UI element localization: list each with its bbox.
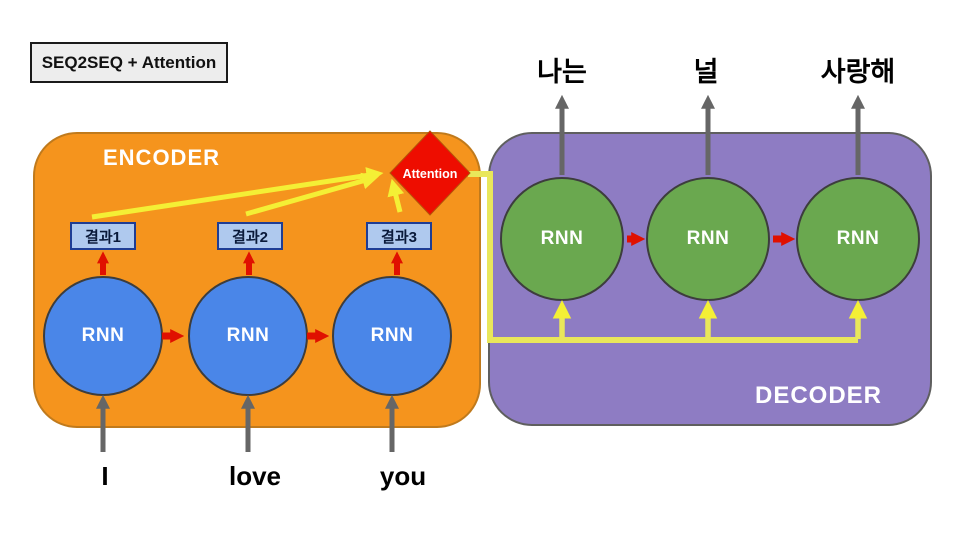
encoder-rnn-3: RNN	[332, 276, 452, 396]
decoder-rnn-3: RNN	[796, 177, 920, 301]
input-word-1: I	[101, 461, 109, 491]
encoder-rnn-2: RNN	[188, 276, 308, 396]
encoder-rnn-1-label: RNN	[81, 325, 125, 346]
diagram-title: SEQ2SEQ + Attention	[30, 42, 228, 83]
result-box-2-label: 결과2	[232, 228, 268, 246]
diagram-title-text: SEQ2SEQ + Attention	[41, 52, 217, 72]
result-box-1: 결과1	[70, 222, 136, 250]
input-word-3: you	[379, 461, 427, 491]
output-word-1: 나는	[537, 57, 587, 87]
decoder-rnn-1-label: RNN	[540, 228, 584, 249]
decoder-rnn-1: RNN	[500, 177, 624, 301]
decoder-rnn-2-label: RNN	[686, 228, 730, 249]
result-box-3-label: 결과3	[381, 228, 417, 246]
input-word-2: love	[228, 461, 282, 491]
encoder-rnn-2-label: RNN	[226, 325, 270, 346]
decoder-rnn-2: RNN	[646, 177, 770, 301]
output-word-2: 널	[693, 57, 719, 87]
encoder-label: ENCODER	[103, 145, 221, 170]
result-box-3: 결과3	[366, 222, 432, 250]
output-word-3: 사랑해	[820, 57, 896, 87]
result-box-1-label: 결과1	[85, 228, 121, 246]
decoder-label: DECODER	[754, 382, 882, 409]
result-box-2: 결과2	[217, 222, 283, 250]
encoder-rnn-1: RNN	[43, 276, 163, 396]
decoder-rnn-3-label: RNN	[836, 228, 880, 249]
encoder-rnn-3-label: RNN	[370, 325, 414, 346]
